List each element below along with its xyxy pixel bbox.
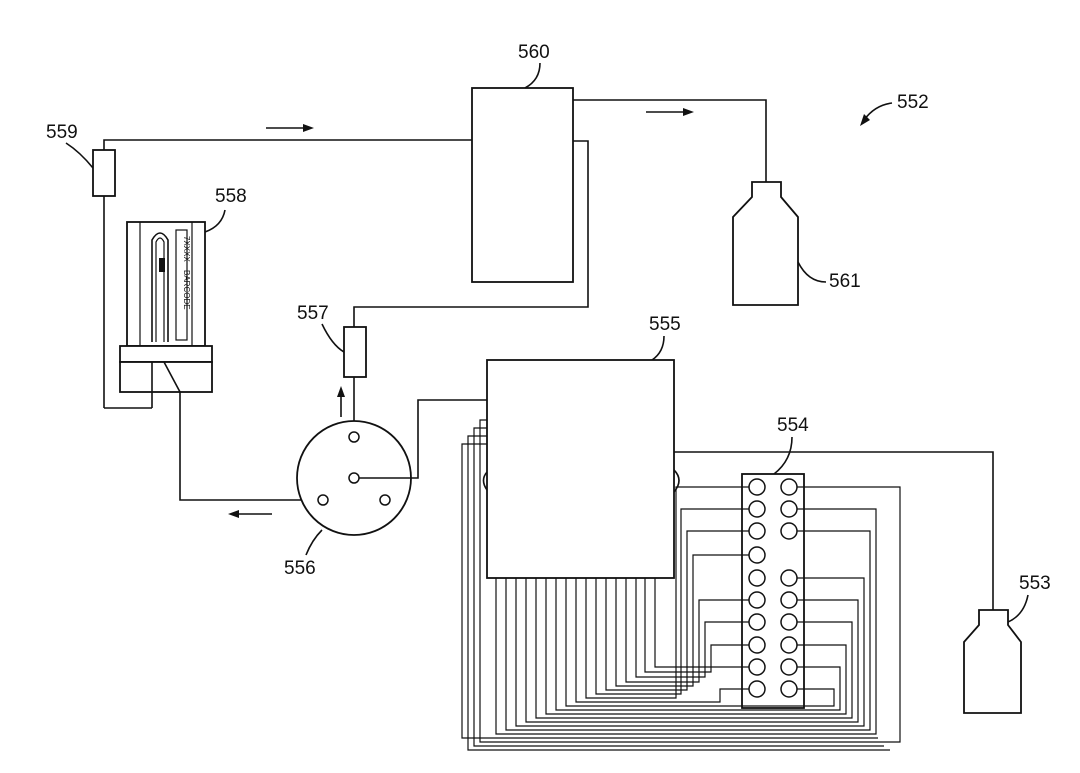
cartridge-barcode-text: BARCODE <box>182 270 191 310</box>
waste-bottle-561 <box>732 181 799 306</box>
label-557: 557 <box>297 303 329 324</box>
label-552: 552 <box>897 92 929 113</box>
top-flow-line <box>103 124 472 150</box>
tubing-right-ports <box>495 508 877 735</box>
label-561: 561 <box>829 271 861 292</box>
label-558: 558 <box>215 186 247 207</box>
label-555: 555 <box>649 314 681 335</box>
label-560: 560 <box>518 42 550 63</box>
label-554: 554 <box>777 415 809 436</box>
pump-555 <box>486 359 675 579</box>
label-553: 553 <box>1019 573 1051 594</box>
cartridge-code-text: 7XXXX <box>182 236 191 262</box>
reservoir-bottle-553 <box>963 609 1022 714</box>
tubing-outer-loops <box>461 419 901 751</box>
label-556: 556 <box>284 558 316 579</box>
valve-block-ports <box>748 478 798 698</box>
tubing-left-ports <box>575 486 749 703</box>
filter-557 <box>343 326 367 378</box>
labels: 552 559 558 560 561 557 555 554 556 553 <box>46 42 1051 623</box>
filter-559 <box>92 149 116 197</box>
detector-560 <box>471 87 574 283</box>
label-559: 559 <box>46 122 78 143</box>
